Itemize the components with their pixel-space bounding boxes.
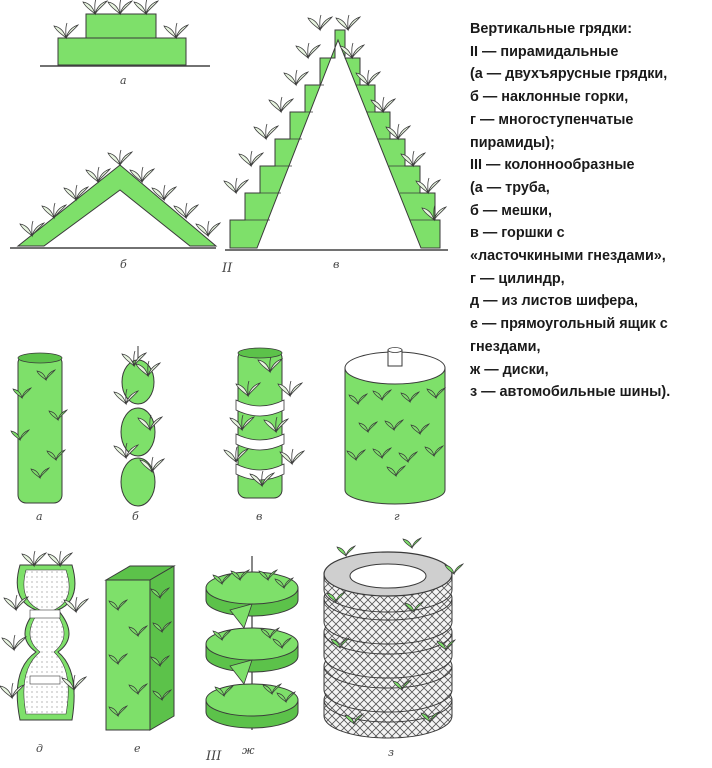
figure-III-d-slate-sheets <box>0 550 89 721</box>
label-III-g: г <box>394 510 400 523</box>
figure-III-g-cylinder <box>344 347 446 505</box>
caption-line: б — мешки, <box>470 202 552 219</box>
caption-line: в — горшки с <box>470 225 565 242</box>
caption-line: II — пирамидальные <box>470 43 619 60</box>
caption-line: гнездами, <box>470 338 541 355</box>
figure-III-b-bags <box>113 346 165 507</box>
figure-III-e-rectangular-box <box>104 565 176 731</box>
label-III-b: б <box>132 510 139 523</box>
caption-line: III — колоннообразные <box>470 157 635 174</box>
label-III-zh: ж <box>242 744 255 757</box>
label-II-b: б <box>120 258 127 271</box>
caption-line: пирамиды); <box>470 134 555 151</box>
caption-line: б — наклонные горки, <box>470 89 629 106</box>
label-III-d: д <box>36 742 43 755</box>
caption-line: г — многоступенчатые <box>470 111 634 128</box>
figure-III-zh-discs <box>205 556 299 730</box>
caption-line: е — прямоугольный ящик с <box>470 316 668 333</box>
label-II-a: а <box>120 74 127 87</box>
figure-III-a-pipe <box>10 352 68 504</box>
caption-title: Вертикальные грядки: <box>470 21 633 37</box>
figure-III-v-swallow-nest-pots <box>223 347 305 499</box>
label-III-z: з <box>388 746 394 759</box>
caption-line: (а — двухъярусные грядки, <box>470 66 668 83</box>
caption-line: (а — труба, <box>470 179 550 196</box>
caption-line: д — из листов шифера, <box>470 293 639 310</box>
caption-line: г — цилиндр, <box>470 270 565 287</box>
caption-line: «ласточкиными гнездами», <box>470 248 666 265</box>
label-II-roman: II <box>221 261 233 276</box>
caption-line: з — автомобильные шины). <box>470 384 671 401</box>
caption-text: Вертикальные грядки: II — пирамидальные … <box>470 18 710 404</box>
label-III-roman: III <box>205 749 222 764</box>
figure-III-z-car-tires <box>323 537 464 739</box>
label-III-a: а <box>36 510 43 523</box>
caption-line: ж — диски, <box>470 361 549 378</box>
label-III-v: в <box>256 510 262 523</box>
figure-II-v-stepped-pyramid <box>223 14 448 251</box>
figure-II-a-two-tier-bed <box>40 0 210 67</box>
label-II-v: в <box>333 258 339 271</box>
label-III-e: е <box>134 742 141 755</box>
figure-II-b-inclined-slide <box>10 149 221 249</box>
